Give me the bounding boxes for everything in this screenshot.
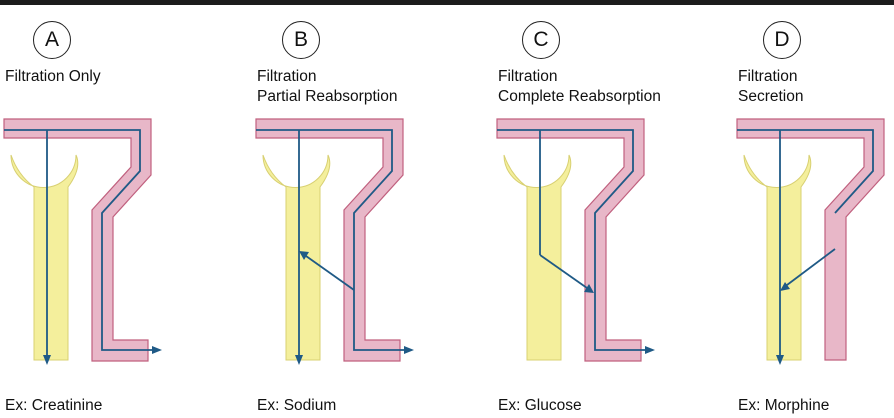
panel-title-line1: Filtration Only bbox=[5, 68, 101, 85]
diagram-canvas: A Filtration Only Ex: Creatinine B Filtr… bbox=[0, 5, 894, 418]
panel-title-line1: Filtration bbox=[738, 68, 798, 85]
panel-b: B Filtration Partial Reabsorption Ex: So… bbox=[252, 5, 492, 418]
peritubular-capillary bbox=[10, 154, 79, 361]
arrowhead-right bbox=[404, 346, 414, 354]
peritubular-capillary bbox=[503, 154, 572, 361]
arrowhead-right bbox=[645, 346, 655, 354]
panel-label-circle: A bbox=[33, 21, 71, 59]
peritubular-capillary bbox=[743, 154, 812, 361]
renal-tubule bbox=[255, 118, 404, 362]
complete-reabsorption-arrow bbox=[539, 254, 588, 289]
arrowhead-down bbox=[295, 355, 303, 365]
panel-title-line2: Partial Reabsorption bbox=[257, 88, 398, 105]
secretion-arrow bbox=[786, 248, 836, 286]
renal-tubule bbox=[496, 118, 645, 362]
panel-title-line1: Filtration bbox=[257, 68, 317, 85]
panel-letter: B bbox=[293, 28, 308, 51]
nephron-diagram bbox=[255, 118, 414, 365]
example-substance: Ex: Morphine bbox=[738, 397, 830, 414]
arrowhead-down bbox=[776, 355, 784, 365]
arrowhead-right bbox=[152, 346, 162, 354]
tubule-lumen-line bbox=[4, 129, 152, 351]
tubule-lumen-line bbox=[737, 129, 874, 214]
top-strip bbox=[0, 0, 894, 5]
example-substance: Ex: Creatinine bbox=[5, 397, 103, 414]
nephron-diagram bbox=[496, 118, 655, 362]
renal-tubule bbox=[3, 118, 152, 362]
panel-d: D Filtration Secretion Ex: Morphine bbox=[733, 5, 894, 418]
renal-tubule bbox=[736, 118, 885, 361]
tubule-lumen-line bbox=[497, 129, 645, 351]
reabsorption-arrow bbox=[305, 255, 355, 291]
peritubular-capillary bbox=[262, 154, 331, 361]
arrowhead-into-tubule bbox=[584, 284, 594, 293]
panel-a: A Filtration Only Ex: Creatinine bbox=[0, 5, 240, 418]
panel-title-line2: Complete Reabsorption bbox=[498, 88, 661, 105]
panel-title-line1: Filtration bbox=[498, 68, 558, 85]
panel-label-circle: C bbox=[522, 21, 560, 59]
panel-label-circle: D bbox=[763, 21, 801, 59]
reabsorption-arrowhead bbox=[299, 251, 309, 260]
panel-letter: A bbox=[44, 28, 59, 51]
panel-letter: D bbox=[774, 28, 790, 51]
secretion-arrowhead bbox=[780, 282, 790, 291]
nephron-diagram bbox=[3, 118, 162, 365]
tubule-lumen-line bbox=[256, 129, 404, 351]
example-substance: Ex: Glucose bbox=[498, 397, 582, 414]
nephron-diagram bbox=[736, 118, 885, 365]
panel-title-line2: Secretion bbox=[738, 88, 804, 105]
panel-letter: C bbox=[533, 28, 549, 51]
panel-c: C Filtration Complete Reabsorption Ex: G… bbox=[493, 5, 733, 418]
arrowhead-down bbox=[43, 355, 51, 365]
panel-label-circle: B bbox=[282, 21, 320, 59]
example-substance: Ex: Sodium bbox=[257, 397, 337, 414]
